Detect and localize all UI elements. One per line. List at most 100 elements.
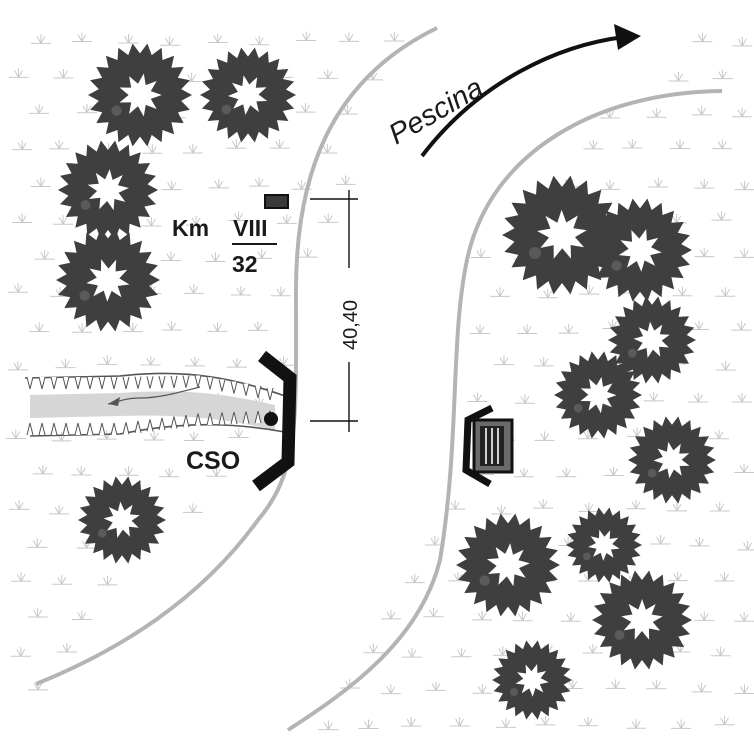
ditch-tick xyxy=(218,379,226,392)
left-bank-outfall-headwall-icon xyxy=(252,350,297,492)
grass-tuft xyxy=(514,394,535,404)
grass-tuft xyxy=(317,69,338,79)
grass-tuft xyxy=(97,575,118,586)
ditch-tick xyxy=(86,376,94,390)
tree-canopy xyxy=(628,416,716,504)
grass-tuft xyxy=(467,392,488,403)
grass-tuft xyxy=(228,211,249,221)
ditch-tick xyxy=(74,422,82,436)
grass-tuft xyxy=(296,31,317,41)
ditch-tick xyxy=(134,376,142,389)
grass-tuft xyxy=(76,103,97,114)
grass-tuft xyxy=(646,679,667,690)
grass-tuft xyxy=(182,503,203,513)
grass-tuft xyxy=(734,248,754,258)
flow-direction-arrow-icon xyxy=(108,397,120,406)
grass-tuft xyxy=(29,322,50,333)
grass-tuft xyxy=(269,139,290,149)
grass-tuft xyxy=(472,684,493,694)
grass-tuft xyxy=(140,355,161,366)
grass-tuft xyxy=(533,356,554,367)
grass-tuft xyxy=(404,573,425,584)
grass-tuft xyxy=(318,720,339,731)
grass-tuft xyxy=(118,466,139,476)
ditch-tick xyxy=(50,376,58,390)
grass-tuft xyxy=(401,717,422,727)
grass-tuft xyxy=(34,250,55,260)
grass-tuft xyxy=(159,467,180,478)
ditch-lower-bank xyxy=(29,423,286,437)
grass-tuft xyxy=(712,139,733,150)
grass-tuft xyxy=(295,103,316,113)
grass-tuft xyxy=(247,321,268,331)
grass-tuft xyxy=(490,287,511,297)
grass-tuft xyxy=(734,684,754,695)
ditch-tick xyxy=(266,387,274,401)
tree-canopy xyxy=(554,351,642,439)
grass-tuft xyxy=(694,179,715,189)
grass-tuft xyxy=(11,572,32,582)
grass-tuft xyxy=(715,360,736,371)
grass-tuft xyxy=(276,214,297,224)
grass-tuft xyxy=(731,321,752,331)
ditch-tick xyxy=(194,375,202,388)
grass-tuft xyxy=(533,499,554,509)
grass-tuft xyxy=(711,211,732,221)
grass-tuft xyxy=(667,501,688,512)
grass-tuft xyxy=(52,215,73,225)
ditch-tick xyxy=(98,376,106,390)
ditch-tick xyxy=(254,410,262,424)
ditch-tick xyxy=(182,414,190,428)
outfall-pipe-dot xyxy=(264,412,278,426)
ditch-tick xyxy=(122,422,130,435)
ditch-water xyxy=(30,391,275,430)
grass-tuft xyxy=(425,681,446,691)
grass-tuft xyxy=(205,252,226,262)
grass-tuft xyxy=(514,467,535,478)
ditch-tick xyxy=(206,377,214,390)
grass-tuft xyxy=(648,177,669,188)
grass-tuft xyxy=(12,213,33,223)
drainage-ditch xyxy=(24,372,286,437)
grass-tuft xyxy=(691,682,712,693)
grass-tuft xyxy=(27,680,48,691)
grass-tuft xyxy=(380,609,401,620)
grass-tuft xyxy=(141,216,162,227)
grass-tuft xyxy=(160,251,181,261)
grass-tuft xyxy=(694,247,715,258)
grass-tuft xyxy=(734,463,754,474)
grass-tuft xyxy=(732,107,753,118)
grass-tuft xyxy=(582,643,603,654)
grass-tuft xyxy=(603,466,624,477)
ditch-tick xyxy=(242,383,250,396)
grass-tuft xyxy=(142,144,163,154)
ditch-tick xyxy=(26,422,34,436)
grass-tuft xyxy=(709,501,730,512)
ditch-tick xyxy=(182,375,190,388)
grass-tuft xyxy=(470,324,491,335)
grass-tuft xyxy=(534,431,555,441)
grass-tuft xyxy=(625,499,646,510)
tree-canopy xyxy=(492,640,572,720)
grass-tuft xyxy=(228,428,249,439)
grass-tuft xyxy=(56,643,77,653)
ditch-tick xyxy=(254,385,262,398)
distance-dimension xyxy=(310,190,358,432)
grass-tuft xyxy=(208,178,229,189)
grass-tuft xyxy=(669,139,690,150)
grass-tuft xyxy=(71,610,92,621)
grass-tuft xyxy=(30,177,51,187)
grass-tuft xyxy=(734,180,754,191)
grass-tuft xyxy=(144,431,165,441)
grass-tuft xyxy=(732,36,753,47)
grass-tuft xyxy=(449,717,470,727)
grass-tuft xyxy=(183,431,204,441)
grass-tuft xyxy=(599,180,620,190)
grass-tuft xyxy=(737,540,754,551)
grass-tuft xyxy=(537,288,558,299)
grass-tuft xyxy=(51,575,72,585)
grass-tuft xyxy=(161,321,182,331)
grass-tuft xyxy=(384,31,405,42)
